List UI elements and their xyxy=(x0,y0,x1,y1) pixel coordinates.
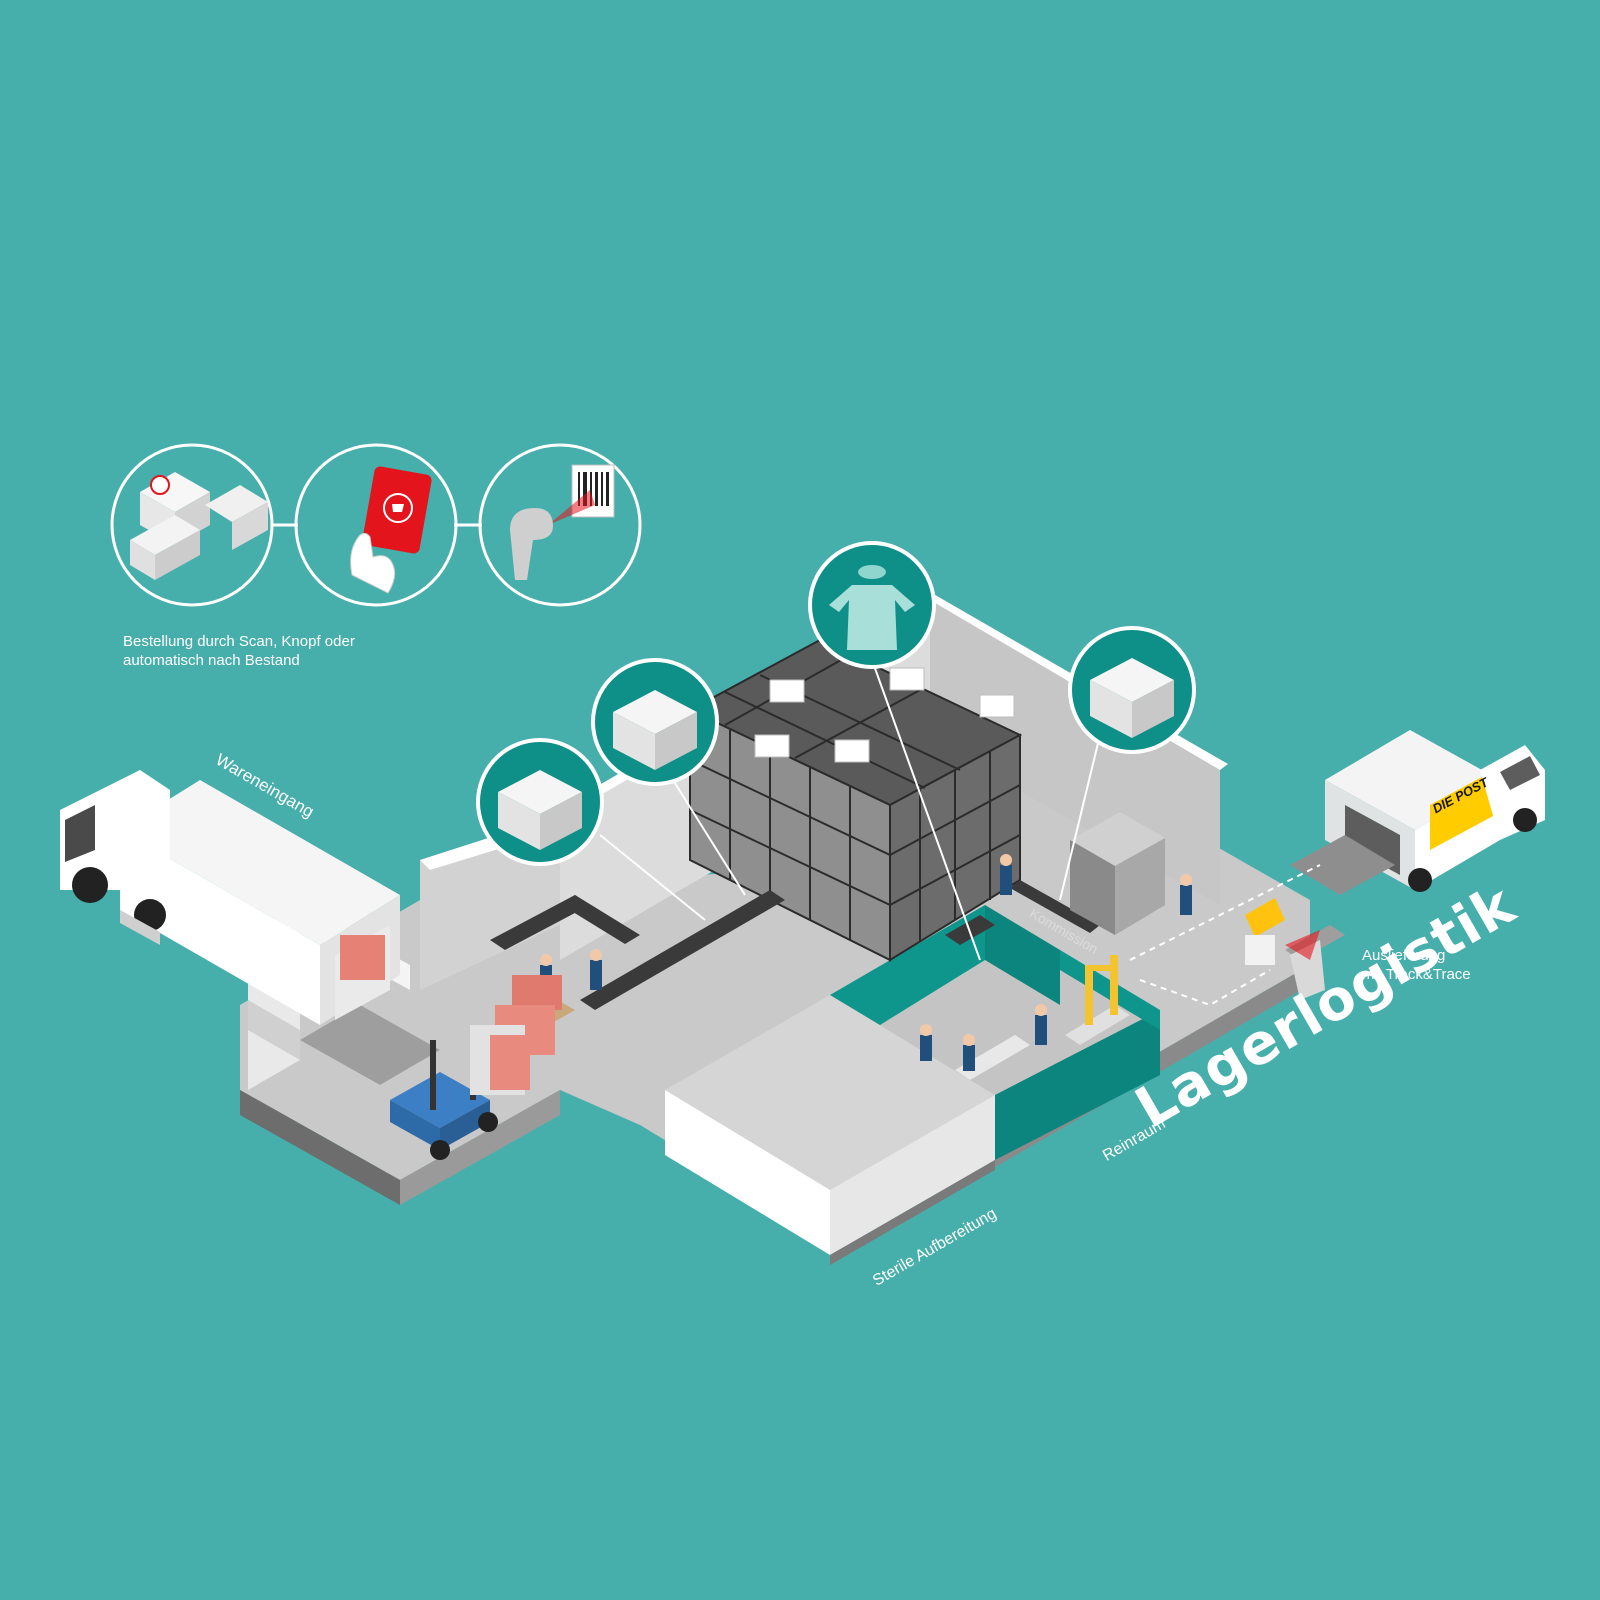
label-auslieferung-line2: mit Track&Trace xyxy=(1362,966,1471,983)
order-button-icon xyxy=(294,443,458,607)
order-process xyxy=(110,443,642,607)
post-van xyxy=(1290,730,1545,895)
order-caption-line1: Bestellung durch Scan, Knopf oder xyxy=(123,633,355,650)
callout-box-3 xyxy=(1068,626,1196,754)
callout-box-1 xyxy=(476,738,604,866)
label-auslieferung-line1: Auslieferung xyxy=(1362,947,1446,964)
rack-shuttle-boxes xyxy=(754,667,1015,763)
surgical-gown-icon xyxy=(829,565,915,650)
order-caption-line2: automatisch nach Bestand xyxy=(123,652,300,669)
callout-box-2 xyxy=(591,658,719,786)
conveyor-lines xyxy=(490,880,1100,1010)
delivery-truck xyxy=(60,770,400,1025)
outbound-route xyxy=(1129,864,1325,1007)
callout-gown xyxy=(808,541,936,669)
sterile-processing-block xyxy=(665,995,995,1265)
forklift xyxy=(390,1025,530,1160)
hospital-icon xyxy=(110,443,274,607)
barcode-scanner-icon xyxy=(478,443,642,607)
picking-shelves xyxy=(1070,812,1165,935)
callout-connectors xyxy=(599,659,1101,961)
